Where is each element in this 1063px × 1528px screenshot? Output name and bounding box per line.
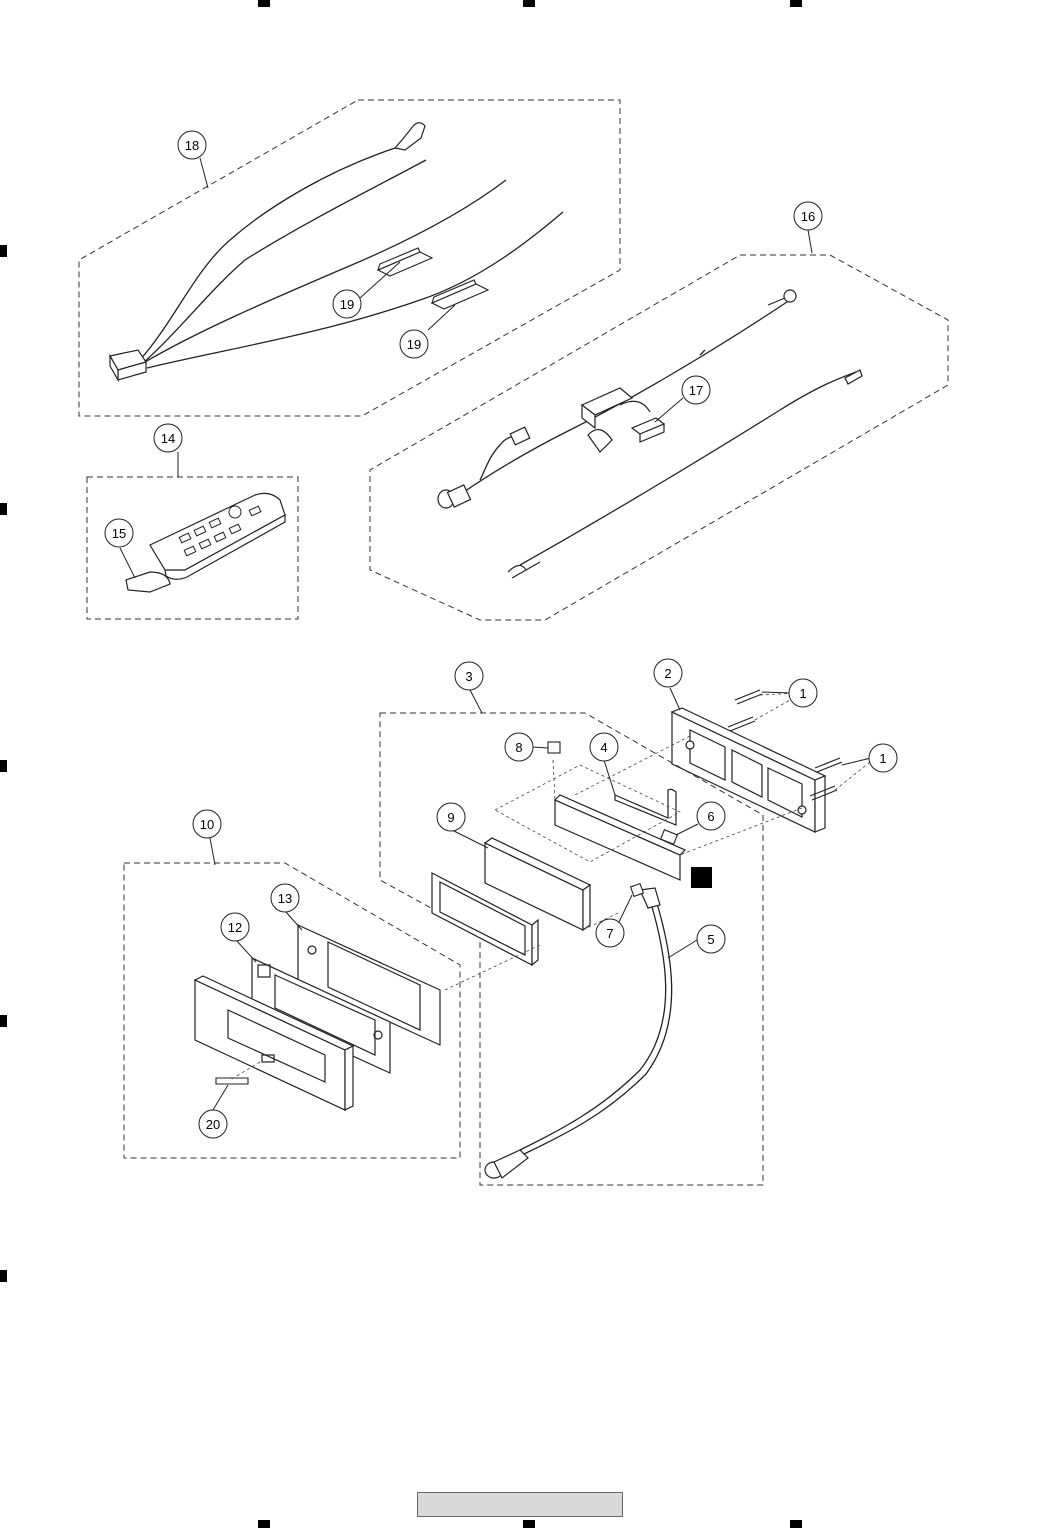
- harness-18-boundary: [79, 100, 620, 416]
- svg-text:13: 13: [278, 891, 292, 906]
- callout-16: 16: [794, 202, 822, 230]
- svg-text:20: 20: [206, 1117, 220, 1132]
- remote-holder-15: [126, 572, 170, 592]
- callout-leaders: [120, 158, 871, 1110]
- harness-18-wires: [140, 148, 563, 368]
- callout-15: 15: [105, 519, 133, 547]
- svg-text:1: 1: [879, 751, 886, 766]
- callout-7: 7: [596, 919, 624, 947]
- callout-20: 20: [199, 1110, 227, 1138]
- svg-text:5: 5: [707, 932, 714, 947]
- callout-19b: 19: [400, 330, 428, 358]
- svg-text:9: 9: [447, 810, 454, 825]
- svg-text:19: 19: [407, 337, 421, 352]
- svg-text:6: 6: [707, 809, 714, 824]
- svg-text:17: 17: [689, 383, 703, 398]
- harness-18-plug: [395, 123, 425, 150]
- svg-text:16: 16: [801, 209, 815, 224]
- rear-bracket-2: [672, 708, 825, 832]
- svg-text:4: 4: [600, 740, 607, 755]
- knob-8: [548, 742, 560, 753]
- svg-text:8: 8: [515, 740, 522, 755]
- svg-text:10: 10: [200, 817, 214, 832]
- svg-text:7: 7: [606, 926, 613, 941]
- callout-19a: 19: [333, 290, 361, 318]
- power-cord-16-boundary: [370, 255, 948, 620]
- callout-1b: 1: [869, 744, 897, 772]
- callout-9: 9: [437, 803, 465, 831]
- callout-10: 10: [193, 810, 221, 838]
- harness-18-connector: [110, 350, 146, 380]
- callout-1a: 1: [789, 679, 817, 707]
- cable-5: [520, 900, 672, 1154]
- svg-text:2: 2: [664, 666, 671, 681]
- callout-2: 2: [654, 659, 682, 687]
- callout-6: 6: [697, 802, 725, 830]
- callout-13: 13: [271, 884, 299, 912]
- svg-text:12: 12: [228, 920, 242, 935]
- page-number-tab: [417, 1492, 623, 1517]
- callout-14: 14: [154, 424, 182, 452]
- svg-text:15: 15: [112, 526, 126, 541]
- callout-17: 17: [682, 376, 710, 404]
- callout-3: 3: [455, 662, 483, 690]
- callout-8: 8: [505, 733, 533, 761]
- callout-12: 12: [221, 913, 249, 941]
- svg-text:3: 3: [465, 669, 472, 684]
- svg-text:19: 19: [340, 297, 354, 312]
- power-cord-parts: [438, 290, 862, 578]
- svg-text:1: 1: [799, 686, 806, 701]
- callout-18: 18: [178, 131, 206, 159]
- svg-text:18: 18: [185, 138, 199, 153]
- svg-text:14: 14: [161, 431, 175, 446]
- callout-5: 5: [697, 925, 725, 953]
- callout-4: 4: [590, 733, 618, 761]
- remote-control: [150, 493, 285, 579]
- fuse-holders-19: [378, 248, 488, 309]
- marker-square: [691, 867, 712, 888]
